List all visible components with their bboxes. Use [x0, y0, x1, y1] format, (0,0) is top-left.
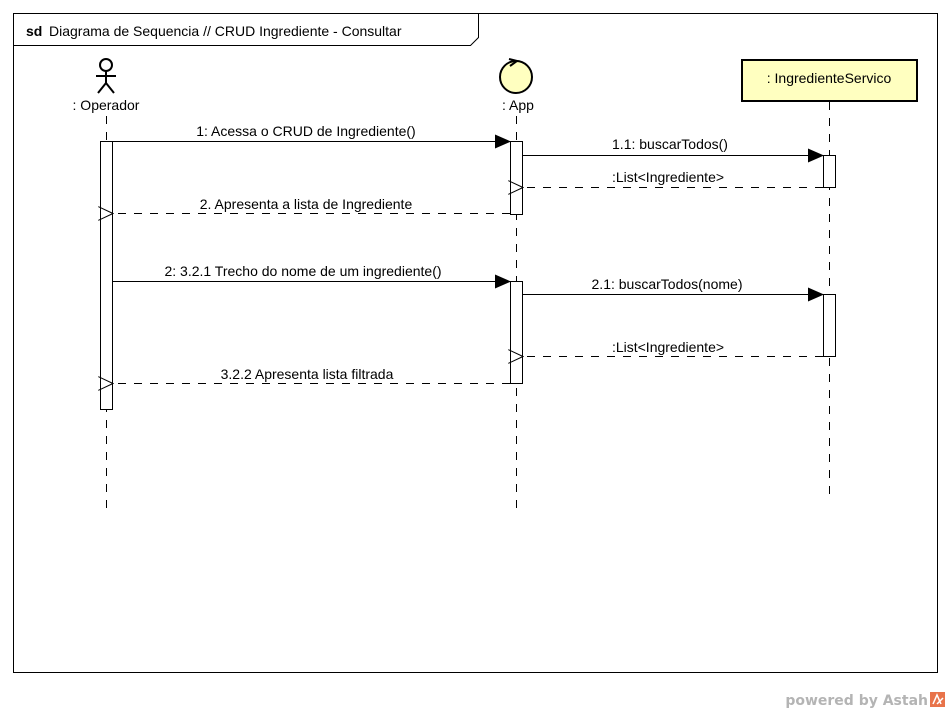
- actor-icon: [96, 58, 116, 94]
- return-1-1-label: :List<Ingrediente>: [612, 169, 724, 185]
- activation-app-2: [510, 281, 523, 384]
- activation-servico-2: [823, 294, 836, 357]
- message-1-1[interactable]: 1.1: buscarTodos(): [522, 136, 824, 163]
- lifeline-app-label: : App: [502, 97, 534, 113]
- lifeline-operador-label: : Operador: [73, 97, 140, 113]
- lifeline-servico-label: : IngredienteServico: [767, 70, 892, 86]
- watermark: powered by Astah: [785, 692, 945, 709]
- return-1-1[interactable]: :List<Ingrediente>: [523, 169, 823, 188]
- message-2[interactable]: 2. Apresenta a lista de Ingrediente: [113, 196, 510, 214]
- sequence-frame: sd Diagrama de Sequencia // CRUD Ingredi…: [13, 13, 938, 673]
- lifeline-servico[interactable]: : IngredienteServico: [741, 59, 918, 500]
- return-2-1[interactable]: :List<Ingrediente>: [523, 339, 823, 357]
- message-1[interactable]: 1: Acessa o CRUD de Ingrediente(): [112, 123, 511, 149]
- frame-keyword: sd: [26, 23, 42, 39]
- control-icon: [499, 58, 533, 94]
- message-1-1-label: 1.1: buscarTodos(): [612, 136, 728, 152]
- astah-logo-icon: [930, 692, 945, 707]
- watermark-text: powered by Astah: [785, 693, 928, 709]
- activation-servico-1: [823, 155, 836, 188]
- message-2-1[interactable]: 2.1: buscarTodos(nome): [522, 276, 824, 302]
- activation-app-1: [510, 141, 523, 215]
- message-1-label: 1: Acessa o CRUD de Ingrediente(): [196, 123, 415, 139]
- message-2-label: 2. Apresenta a lista de Ingrediente: [200, 196, 413, 212]
- activation-operador: [100, 141, 113, 410]
- message-2-1-label: 2.1: buscarTodos(nome): [592, 276, 743, 292]
- frame-title: Diagrama de Sequencia // CRUD Ingredient…: [49, 23, 402, 39]
- message-3-2-2-label: 3.2.2 Apresenta lista filtrada: [221, 366, 394, 382]
- return-2-1-label: :List<Ingrediente>: [612, 339, 724, 355]
- message-3-2-1-label: 2: 3.2.1 Trecho do nome de um ingredient…: [164, 263, 441, 279]
- message-3-2-1[interactable]: 2: 3.2.1 Trecho do nome de um ingredient…: [112, 263, 511, 289]
- servico-box: [741, 59, 918, 102]
- message-3-2-2[interactable]: 3.2.2 Apresenta lista filtrada: [113, 366, 510, 384]
